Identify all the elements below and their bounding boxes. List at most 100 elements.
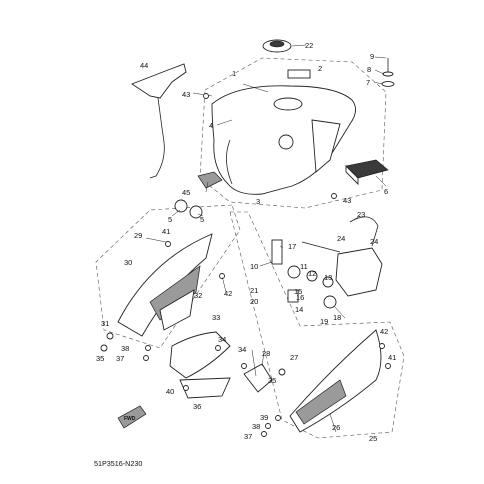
callout-12: 12 (308, 269, 316, 278)
callout-1: 1 (232, 69, 236, 78)
callout-5b: 5 (200, 215, 204, 224)
callout-6: 6 (384, 187, 388, 196)
figure-code: 51P3516-N230 (94, 459, 142, 468)
callout-42b: 42 (380, 327, 388, 336)
callout-36: 36 (193, 402, 201, 411)
right-side-cover (289, 329, 382, 433)
screw-37b (261, 431, 267, 437)
callout-26: 26 (332, 423, 340, 432)
washer-13 (322, 276, 334, 288)
cock-body (271, 239, 283, 265)
screw-34a (215, 345, 221, 351)
callout-24a: 24 (337, 234, 345, 243)
callout-23: 23 (357, 210, 365, 219)
callout-20: 20 (250, 297, 258, 306)
callout-34a: 34 (218, 335, 226, 344)
screw-37a (143, 355, 149, 361)
part-6-filter (345, 159, 389, 186)
center-panel (169, 331, 231, 399)
fwd-arrow-icon (117, 405, 147, 429)
callout-9: 9 (370, 52, 374, 61)
tank-emblem (278, 134, 294, 150)
screw-18 (323, 295, 337, 309)
screw-43a (203, 93, 209, 99)
left-side-cover (117, 233, 213, 337)
screw-38a (145, 345, 151, 351)
bracket-28 (243, 363, 273, 393)
callout-41b: 41 (388, 353, 396, 362)
callout-19: 19 (320, 317, 328, 326)
screw-41a (165, 241, 171, 247)
callout-38b: 38 (252, 422, 260, 431)
fuel-tank (211, 85, 356, 195)
callout-2: 2 (318, 64, 322, 73)
bracket-44 (131, 63, 187, 99)
filler-neck (273, 97, 303, 111)
part-22-cap (262, 39, 292, 53)
screw-35b (278, 368, 286, 376)
right-side-cover-outline (229, 211, 405, 439)
screw-34b (241, 363, 247, 369)
washer-11 (306, 270, 318, 282)
callout-28: 28 (262, 349, 270, 358)
callout-16: 16 (296, 293, 304, 302)
plate-2 (287, 69, 311, 79)
callout-37b: 37 (244, 432, 252, 441)
grommet-5-left (174, 199, 188, 213)
filter-6-side (345, 164, 359, 186)
rod-44 (149, 97, 165, 179)
callout-40: 40 (166, 387, 174, 396)
callout-38a: 38 (121, 344, 129, 353)
callout-25: 25 (369, 434, 377, 443)
callout-24b: 24 (370, 237, 378, 246)
side-cover-30 (149, 265, 201, 321)
callout-29: 29 (134, 231, 142, 240)
callout-labels: 1 2 3 4 5 5 6 7 8 9 10 11 12 13 14 15 16… (96, 41, 396, 443)
tank-hose-left (226, 139, 233, 185)
callout-32: 32 (194, 291, 202, 300)
hose-24 (301, 241, 341, 253)
pump-body (335, 247, 383, 297)
fwd-direction-badge: FWD (117, 405, 147, 429)
damper-45 (197, 171, 223, 189)
left-side-cover-outline (95, 204, 241, 349)
callout-3: 3 (256, 197, 260, 206)
callout-41a: 41 (162, 227, 170, 236)
screw-42a (219, 273, 225, 279)
screw-40 (183, 385, 189, 391)
callout-14: 14 (295, 305, 303, 314)
callout-11: 11 (300, 262, 308, 271)
callout-13: 13 (324, 273, 332, 282)
screw-31 (106, 332, 114, 340)
callout-35b: 35 (268, 376, 276, 385)
callout-27: 27 (290, 353, 298, 362)
callout-43a: 43 (182, 90, 190, 99)
callout-7: 7 (366, 78, 370, 87)
bolt-stack-9-8-7 (381, 58, 395, 87)
callout-21: 21 (250, 286, 258, 295)
trim-32 (159, 289, 195, 331)
leader-lines (145, 44, 387, 433)
screw-43b (331, 193, 337, 199)
screw-35a (100, 344, 108, 352)
filter-14 (287, 289, 299, 303)
fuel-pump-assembly (301, 216, 383, 297)
panel-33 (169, 331, 231, 379)
callout-35a: 35 (96, 354, 104, 363)
part-44-bracket (131, 63, 187, 179)
fasteners (100, 93, 391, 437)
washer-8 (382, 71, 394, 77)
callout-22: 22 (305, 41, 313, 50)
fuel-cap-top (269, 40, 285, 48)
callout-33: 33 (212, 313, 220, 322)
panel-36 (179, 377, 231, 399)
callout-43b: 43 (343, 196, 351, 205)
callout-8: 8 (367, 65, 371, 74)
callout-5a: 5 (168, 215, 172, 224)
callout-18: 18 (333, 313, 341, 322)
callout-45: 45 (182, 188, 190, 197)
fuel-cock-assembly (271, 239, 337, 309)
cock-lever (287, 265, 301, 279)
